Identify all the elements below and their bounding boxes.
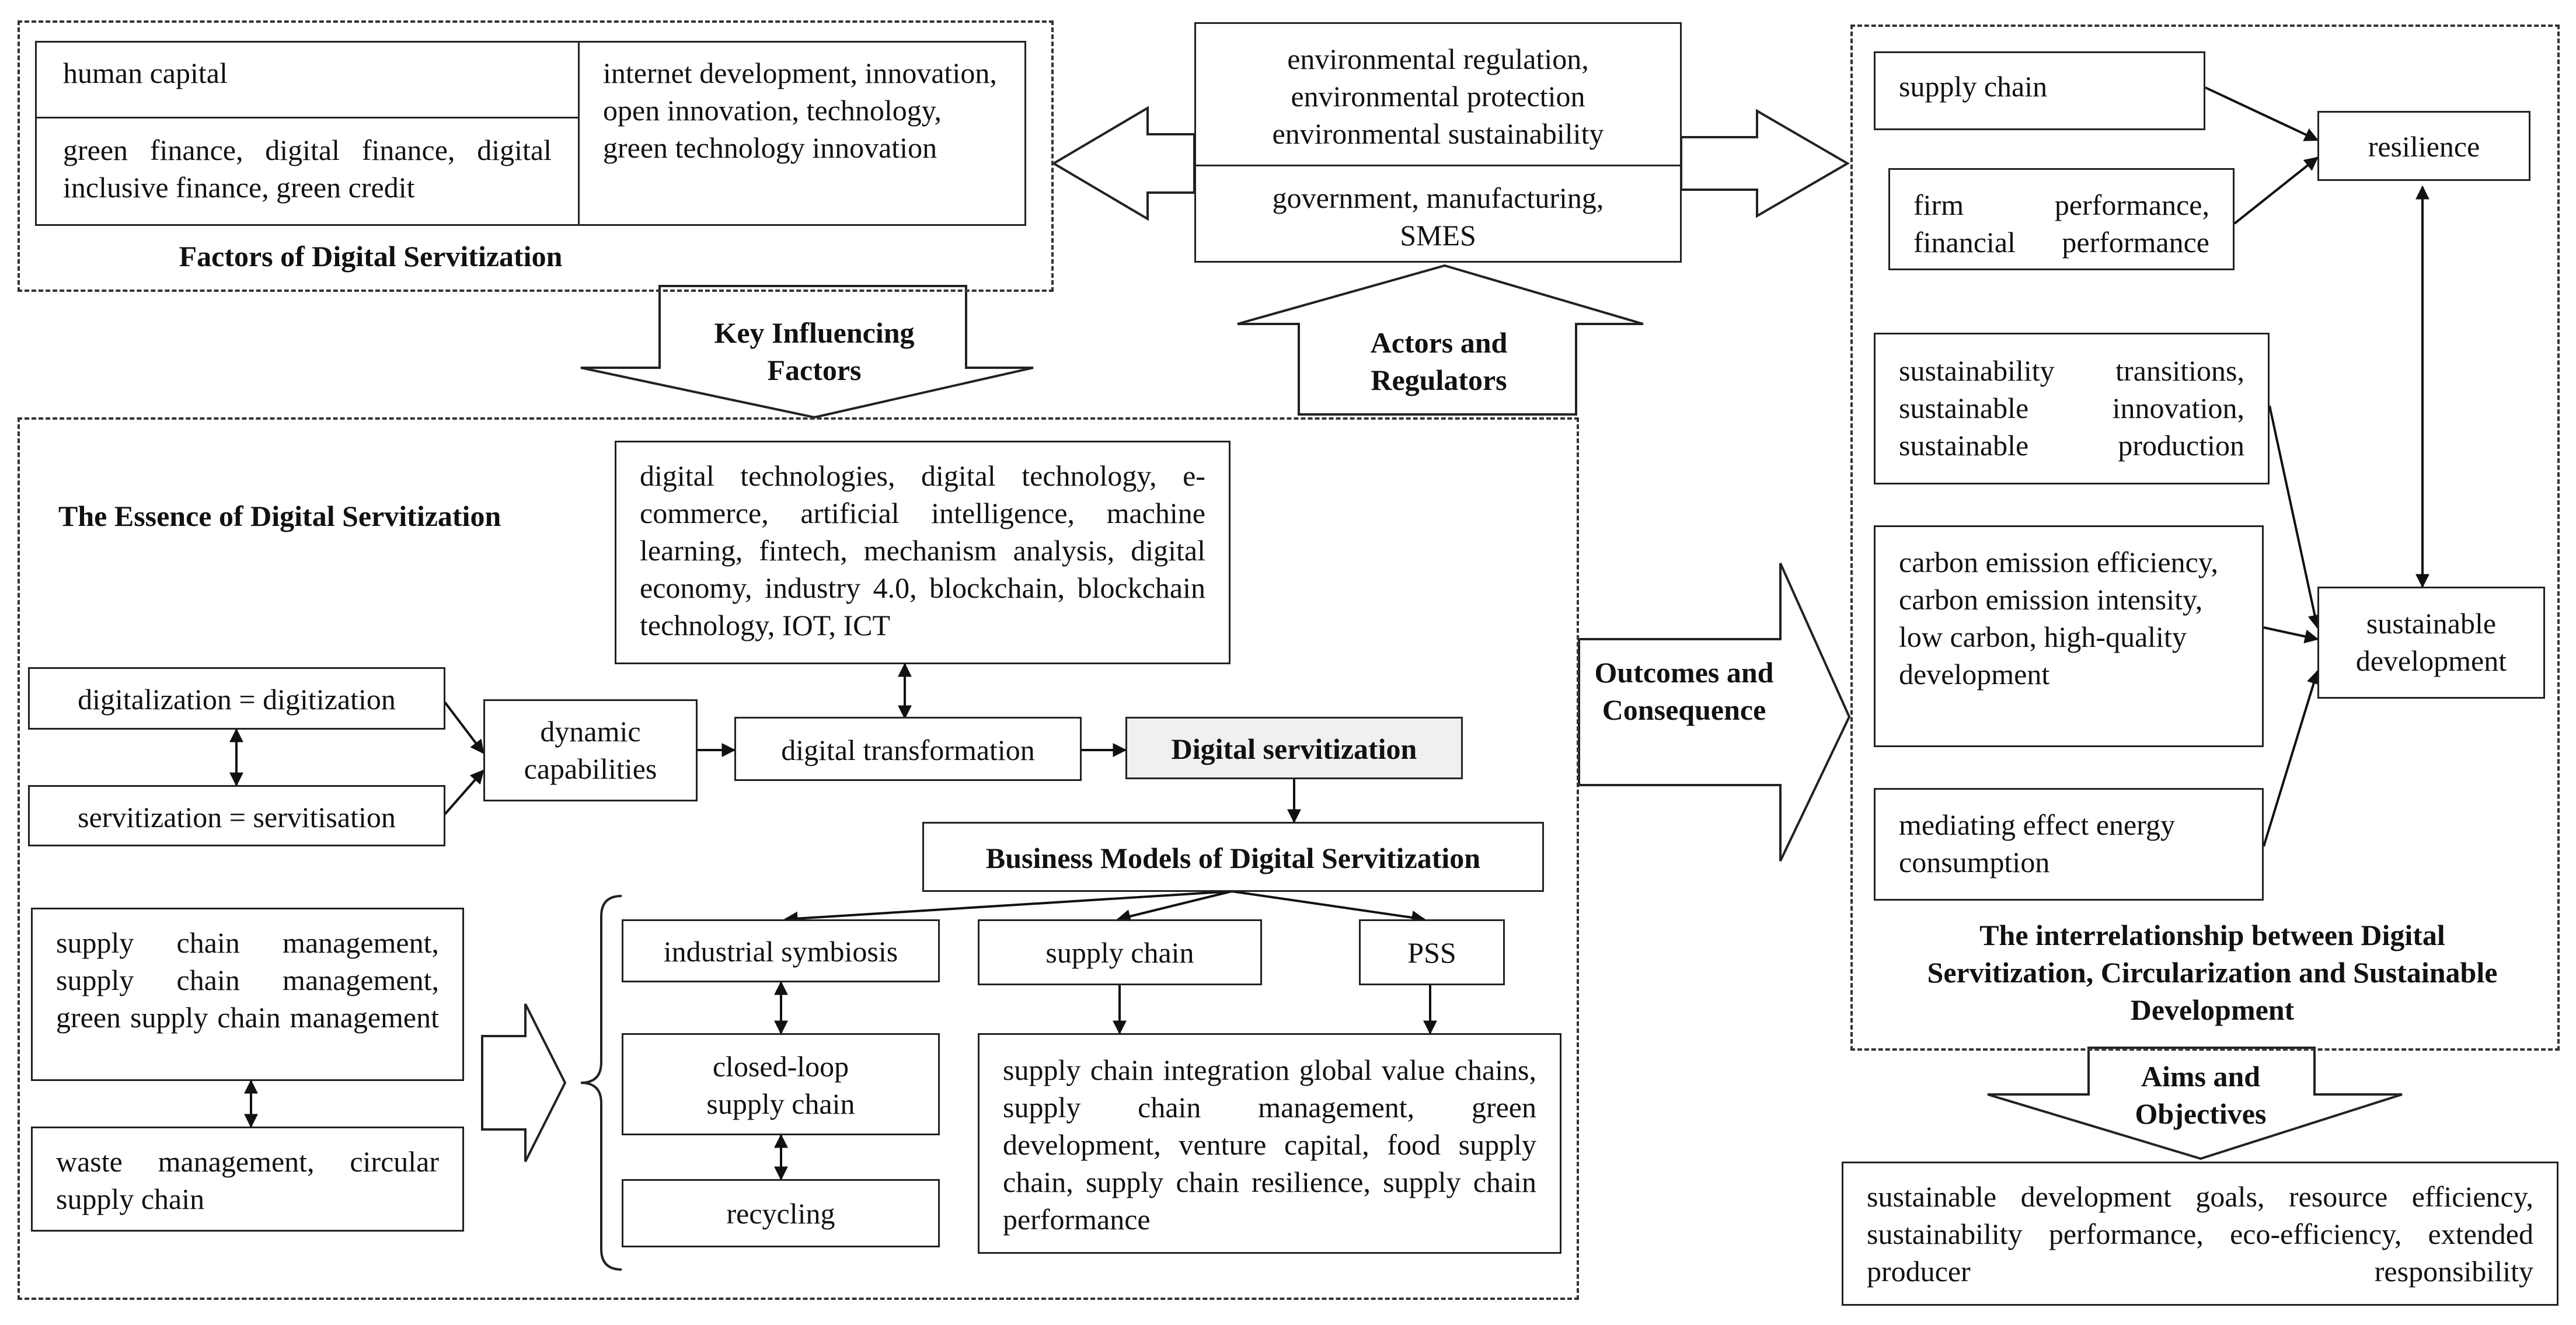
carbon-emission-box: carbon emission efficiency, carbon emiss… bbox=[1874, 525, 2264, 747]
servitization-box: servitization = servitisation bbox=[28, 785, 445, 846]
business-models-box: Business Models of Digital Servitization bbox=[922, 822, 1544, 892]
cell-innovation: internet development, innovation, open i… bbox=[603, 57, 997, 164]
digital-transformation-box: digital transformation bbox=[734, 717, 1082, 781]
scm-list-box: supply chain management, supply chain ma… bbox=[31, 908, 464, 1081]
regulation-box: environmental regulation, environmental … bbox=[1194, 22, 1682, 263]
sustainable-development-box: sustainable development bbox=[2317, 587, 2545, 699]
actors-text: government, manufacturing, SMES bbox=[1272, 182, 1604, 252]
essence-panel-title: The Essence of Digital Servitization bbox=[58, 500, 501, 532]
arrow-transitions-sustainable bbox=[2268, 405, 2322, 629]
block-arrow-left-to-factors bbox=[1051, 106, 1195, 221]
goals-box: sustainable development goals, resource … bbox=[1842, 1162, 2558, 1306]
digitalization-box: digitalization = digitization bbox=[28, 667, 445, 730]
aims-label: Aims and Objectives bbox=[2135, 1060, 2267, 1130]
arrow-business-pss bbox=[1231, 890, 1426, 925]
tech-list-box: digital technologies, digital technology… bbox=[615, 441, 1231, 664]
resilience-box: resilience bbox=[2317, 111, 2530, 181]
supply-chain-outcome-box: supply chain bbox=[1874, 51, 2205, 130]
essence-panel bbox=[18, 417, 1579, 1300]
arrow-firm-resilience bbox=[2233, 156, 2319, 225]
cell-human-capital: human capital bbox=[37, 43, 580, 118]
curly-bracket bbox=[580, 895, 622, 1271]
block-arrow-outcomes bbox=[1578, 563, 1851, 862]
waste-management-box: waste management, circular supply chain bbox=[31, 1127, 464, 1232]
arrow-supplychain-resilience bbox=[2205, 86, 2319, 141]
factors-panel bbox=[18, 20, 1054, 292]
closed-loop-box: closed-loop supply chain bbox=[622, 1033, 940, 1135]
recycling-box: recycling bbox=[622, 1179, 940, 1247]
integration-list-box: supply chain integration global value ch… bbox=[978, 1033, 1561, 1254]
cell-finance: green finance, digital finance, digital … bbox=[37, 118, 580, 226]
block-arrow-key-influencing bbox=[580, 285, 1034, 419]
firm-performance-box: firm performance, financial performance bbox=[1888, 168, 2235, 270]
arrow-business-supply-chain bbox=[1116, 890, 1232, 923]
arrow-business-symbiosis bbox=[783, 890, 1232, 926]
arrow-servitization-dynamic bbox=[444, 769, 484, 815]
factors-panel-title: Factors of Digital Servitization bbox=[179, 240, 563, 273]
interrelation-panel-title: The interrelationship between Digital Se… bbox=[1927, 919, 2498, 1026]
outcomes-label: Outcomes and Consequence bbox=[1594, 656, 1774, 726]
arrow-carbon-sustainable bbox=[2263, 626, 2319, 644]
pss-box: PSS bbox=[1359, 919, 1505, 985]
actors-regulators-label: Actors and Regulators bbox=[1370, 326, 1508, 396]
dynamic-capabilities-box: dynamic capabilities bbox=[483, 699, 698, 801]
digital-servitization-box: Digital servitization bbox=[1125, 717, 1463, 779]
industrial-symbiosis-box: industrial symbiosis bbox=[622, 919, 940, 982]
arrow-digitalization-dynamic bbox=[444, 701, 484, 754]
block-arrow-scm-to-bracket bbox=[481, 1003, 567, 1162]
key-influencing-label: Key Influencing Factors bbox=[714, 316, 915, 386]
block-arrow-aims bbox=[1987, 1047, 2403, 1160]
regulation-text: environmental regulation, environmental … bbox=[1196, 24, 1680, 166]
block-arrow-right-to-interrelation bbox=[1680, 109, 1850, 218]
block-arrow-actors-regulators bbox=[1237, 264, 1644, 416]
sustainability-transitions-box: sustainability transitions, sustainable … bbox=[1874, 333, 2270, 484]
factors-table: human capital green finance, digital fin… bbox=[35, 41, 1026, 226]
mediating-effect-box: mediating effect energy consumption bbox=[1874, 788, 2264, 901]
interrelation-panel bbox=[1850, 25, 2560, 1051]
supply-chain-box: supply chain bbox=[978, 919, 1262, 985]
arrow-mediating-sustainable bbox=[2263, 670, 2321, 847]
